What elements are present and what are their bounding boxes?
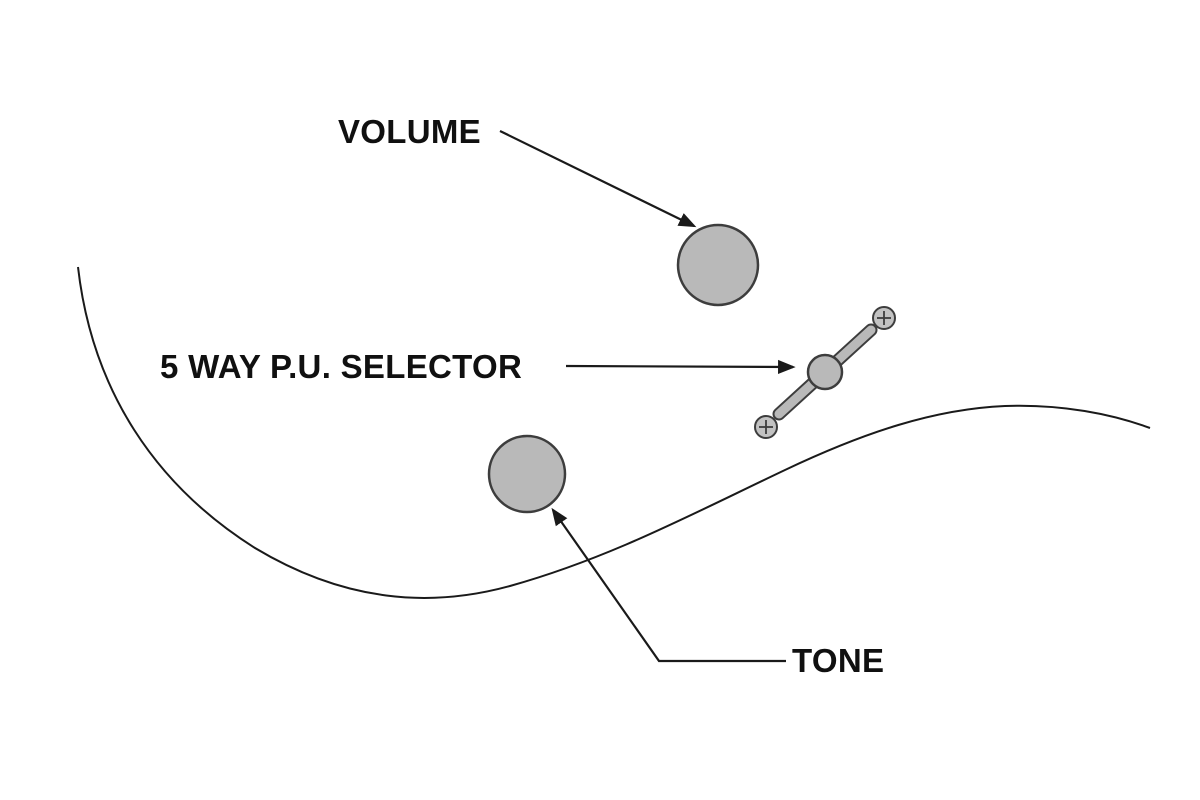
selector-arrow [565,359,796,374]
selector-screw-top-icon [872,306,896,330]
selector-pivot [806,353,844,391]
volume-arrow [499,130,697,228]
selector-label: 5 WAY P.U. SELECTOR [160,348,523,385]
pickup-selector-switch [754,306,896,439]
volume-knob [676,223,760,307]
tone-arrow [551,507,786,663]
tone-label: TONE [792,642,885,679]
volume-label: VOLUME [338,113,481,150]
tone-knob [487,434,567,514]
guitar-body-outline [77,266,1151,599]
selector-screw-bottom-icon [754,415,778,439]
leader-arrows [499,130,796,663]
